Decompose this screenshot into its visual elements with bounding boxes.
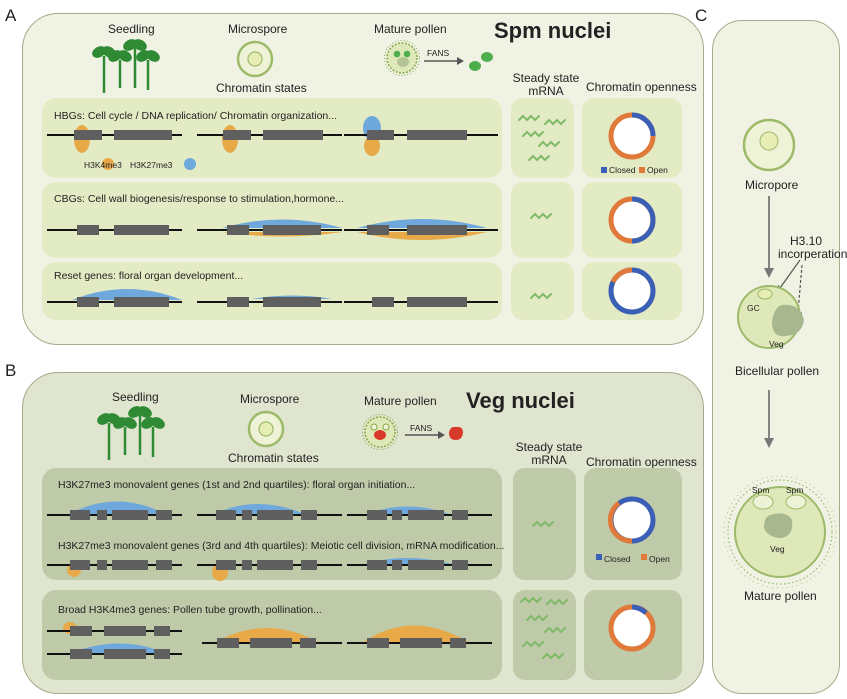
gene-track-cbg-1 <box>47 225 182 235</box>
veg-label: Veg <box>769 339 784 349</box>
row-monovalent-12-text: H3K27me3 monovalent genes (1st and 2nd q… <box>58 479 416 491</box>
gene-track-hbg-3 <box>344 116 498 156</box>
legend-open-a: Open <box>647 165 668 175</box>
openness-donut-cbgs <box>608 196 656 244</box>
mature-pollen-label: Mature pollen <box>374 22 447 36</box>
panel-a-gene-tracks <box>47 116 498 307</box>
legend-closed-b: Closed <box>604 554 631 564</box>
mature-pollen-label-b: Mature pollen <box>364 394 437 408</box>
arrow-icon <box>405 431 445 439</box>
seedling-icon <box>97 406 165 460</box>
panel-a-mrna-icons <box>518 114 566 300</box>
vegetative-nucleus-icon <box>449 426 463 440</box>
bicellular-pollen-label: Bicellular pollen <box>735 364 820 378</box>
panel-b-title: Veg nuclei <box>466 388 575 413</box>
gene-track-reset-2 <box>197 295 342 307</box>
sperm-nuclei-icon <box>469 52 493 71</box>
mrna-column-header: Steady state mRNA <box>512 71 580 98</box>
mrna-cell-2 <box>511 182 574 258</box>
gene-track-mono34-1 <box>47 560 182 577</box>
mrna-cell-b1 <box>513 468 576 580</box>
gene-track-mono12-3 <box>347 506 492 520</box>
spm-label-2: Spm <box>786 485 804 495</box>
seedling-label-b: Seedling <box>112 390 159 404</box>
panel-b-openness-donuts <box>596 496 656 652</box>
panel-b-gene-tracks <box>47 501 492 659</box>
row-hbgs-text: HBGs: Cell cycle / DNA replication/ Chro… <box>54 110 338 122</box>
gc-label: GC <box>747 303 760 313</box>
gene-track-hbg-2 <box>197 125 342 153</box>
gene-track-mono12-1 <box>47 501 182 520</box>
openness-donut-hbgs <box>608 112 656 160</box>
spm-label-1: Spm <box>752 485 770 495</box>
openness-column-header-b: Chromatin openness <box>586 455 697 469</box>
arrow-icon <box>424 57 464 65</box>
gene-track-mono34-3 <box>347 558 492 570</box>
mature-pollen-cell <box>723 475 837 589</box>
incorporation-label: incorperation <box>778 247 847 261</box>
mature-pollen-icon <box>362 414 398 450</box>
chromatin-states-label-b: Chromatin states <box>228 451 319 465</box>
micropore-label: Micropore <box>745 178 799 192</box>
microspore-label: Microspore <box>228 22 288 36</box>
panel-b-mrna-icons <box>520 520 568 660</box>
legend-closed-a: Closed <box>609 165 636 175</box>
mature-pollen-label-c: Mature pollen <box>744 589 817 603</box>
bicellular-pollen-cell <box>737 285 804 349</box>
row-monovalent-34-text: H3K27me3 monovalent genes (3rd and 4th q… <box>58 540 505 552</box>
panel-c-letter: C <box>695 6 708 25</box>
gene-track-mono34-2 <box>197 560 342 581</box>
panel-b-letter: B <box>5 361 17 380</box>
gene-track-broad-1 <box>47 622 182 636</box>
gene-track-broad-3 <box>347 625 492 648</box>
gene-track-reset-3 <box>344 297 498 307</box>
row-reset-text: Reset genes: floral organ development... <box>54 270 244 282</box>
microspore-cell-icon <box>236 40 274 78</box>
openness-donut-broad <box>608 604 656 652</box>
h310-label: H3.10 <box>790 234 823 248</box>
veg-label-2: Veg <box>770 544 785 554</box>
panel-a-title: Spm nuclei <box>494 18 612 43</box>
openness-donut-monovalent <box>607 496 656 544</box>
gene-track-cbg-3 <box>344 219 498 240</box>
fans-label-b: FANS <box>410 423 433 433</box>
row-broad-text: Broad H3K4me3 genes: Pollen tube growth,… <box>58 604 322 616</box>
gene-track-mono12-2 <box>197 504 342 520</box>
mature-pollen-icon <box>384 40 420 76</box>
gene-track-broad-1b <box>47 643 182 659</box>
gene-track-broad-2 <box>202 628 342 648</box>
microspore-cell-icon <box>247 410 285 448</box>
micropore-cell <box>742 118 796 172</box>
openness-donut-reset <box>608 267 656 315</box>
h3k27me3-legend-label: H3K27me3 <box>130 160 173 170</box>
microspore-label-b: Microspore <box>240 392 300 406</box>
openness-column-header: Chromatin openness <box>586 80 697 94</box>
h3k4me3-legend-label: H3K4me3 <box>84 160 122 170</box>
legend-open-b: Open <box>649 554 670 564</box>
mrna-cell-1 <box>511 98 574 178</box>
gene-track-hbg-1 <box>47 125 182 153</box>
pollen-development-diagram <box>723 118 837 589</box>
gene-track-reset-1 <box>47 289 182 307</box>
gene-track-cbg-2 <box>197 219 342 237</box>
seedling-icon <box>92 39 160 93</box>
mrna-cell-b2 <box>513 590 576 680</box>
fans-label: FANS <box>427 48 450 58</box>
panel-a-openness-donuts <box>601 112 656 315</box>
chromatin-states-label: Chromatin states <box>216 81 307 95</box>
mrna-cell-3 <box>511 262 574 320</box>
mrna-column-header-b: Steady state mRNA <box>515 440 583 467</box>
row-cbgs-text: CBGs: Cell wall biogenesis/response to s… <box>54 193 345 205</box>
seedling-label: Seedling <box>108 22 155 36</box>
panel-a-letter: A <box>5 6 17 25</box>
